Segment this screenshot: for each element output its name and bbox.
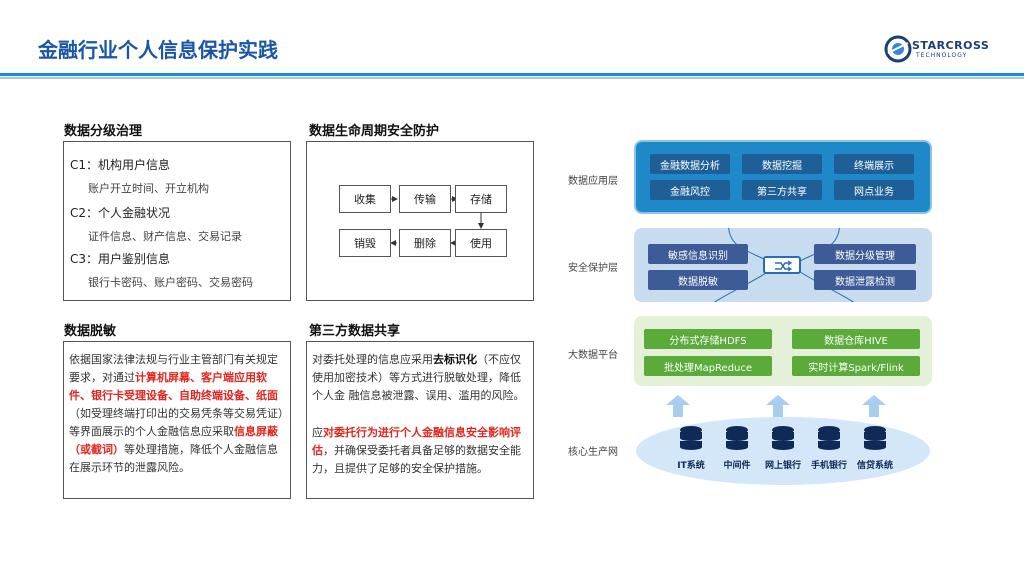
database-icon bbox=[864, 426, 886, 450]
up-arrows bbox=[666, 395, 886, 417]
shuffle-icon bbox=[775, 260, 793, 272]
security-layer: 敏感信息识别 数据脱敏 数据分级管理 数据泄露检测 bbox=[634, 228, 932, 302]
core-system-online-banking: 网上银行 bbox=[764, 461, 801, 471]
up-arrow-icon bbox=[766, 395, 790, 417]
step-destroy: 销毁 bbox=[339, 229, 391, 257]
tile-data-classification: 数据分级管理 bbox=[814, 244, 916, 264]
masking-text: 依据国家法律法规与行业主管部门有关规定要求，对通过计算机屏幕、客户端应用软件、银… bbox=[69, 351, 285, 477]
core-system-credit: 信贷系统 bbox=[856, 461, 893, 471]
masking-box: 依据国家法律法规与行业主管部门有关规定要求，对通过计算机屏幕、客户端应用软件、银… bbox=[63, 341, 291, 499]
step-collect: 收集 bbox=[339, 185, 391, 213]
tile-hive: 数据仓库HIVE bbox=[792, 329, 920, 349]
database-icon bbox=[680, 426, 702, 450]
masking-text-highlight-2: 信息屏蔽（或截词） bbox=[69, 425, 278, 456]
security-gateway bbox=[763, 256, 801, 274]
core-system-middleware: 中间件 bbox=[723, 461, 751, 471]
third-party-text-1: 对委托处理的信息应采用 bbox=[312, 353, 433, 366]
core-system-mobile-banking: 手机银行 bbox=[810, 461, 847, 471]
lifecycle-box: 收集 传输 存储 使用 删除 销毁 bbox=[306, 141, 534, 301]
tile-data-masking: 数据脱敏 bbox=[648, 270, 748, 290]
step-delete: 删除 bbox=[399, 229, 451, 257]
third-party-text-bold: 去标识化 bbox=[433, 353, 477, 366]
tile-branch-business: 网点业务 bbox=[834, 180, 914, 200]
third-party-text-4: ，并确保受委托者具备足够的数据安全能力，且提供了足够的安全保护措施。 bbox=[312, 444, 521, 475]
core-system-it: IT系统 bbox=[677, 461, 705, 471]
page-title: 金融行业个人信息保护实践 bbox=[38, 38, 278, 62]
third-party-text-highlight: 对委托行为进行个人金融信息安全影响评估 bbox=[312, 426, 521, 457]
step-transfer: 传输 bbox=[399, 185, 451, 213]
c1-heading: C1：机构用户信息 bbox=[70, 158, 171, 172]
c3-detail: 银行卡密码、账户密码、交易密码 bbox=[88, 276, 253, 289]
layer-label-app: 数据应用层 bbox=[568, 176, 618, 187]
c1-detail: 账户开立时间、开立机构 bbox=[88, 182, 209, 195]
logo-subtitle: TECHNOLOGY bbox=[916, 52, 968, 59]
up-arrow-icon bbox=[666, 395, 690, 417]
step-store: 存储 bbox=[455, 185, 507, 213]
step-use: 使用 bbox=[455, 229, 507, 257]
c2-detail: 证件信息、财产信息、交易记录 bbox=[88, 230, 242, 243]
layer-label-bigdata: 大数据平台 bbox=[568, 350, 618, 361]
c2-heading: C2：个人金融状况 bbox=[70, 206, 171, 220]
masking-text-highlight-1: 计算机屏幕、客户端应用软件、银行卡受理设备、自助终端设备、纸面 bbox=[69, 371, 278, 402]
third-party-text-b: 应对委托行为进行个人金融信息安全影响评估，并确保受委托者具备足够的数据安全能力，… bbox=[312, 424, 528, 478]
header-divider-light bbox=[0, 77, 1024, 79]
bigdata-layer: 分布式存储HDFS 数据仓库HIVE 批处理MapReduce 实时计算Spar… bbox=[634, 316, 932, 386]
tile-risk-control: 金融风控 bbox=[650, 180, 730, 200]
classification-title: 数据分级治理 bbox=[64, 124, 143, 139]
company-logo: STARCROSS TECHNOLOGY bbox=[884, 33, 994, 65]
third-party-text-3: 应 bbox=[312, 426, 323, 439]
database-icon bbox=[772, 426, 794, 450]
core-databases bbox=[680, 426, 886, 450]
tile-leak-detection: 数据泄露检测 bbox=[814, 270, 916, 290]
database-icon bbox=[818, 426, 840, 450]
layer-label-security: 安全保护层 bbox=[568, 263, 618, 274]
logo-icon bbox=[884, 35, 912, 63]
third-party-text: 对委托处理的信息应采用去标识化（不应仅使用加密技术）等方式进行脱敏处理，降低个人… bbox=[312, 351, 528, 405]
layer-label-core: 核心生产网 bbox=[568, 447, 618, 458]
logo-wordmark: STARCROSS bbox=[912, 39, 990, 52]
tile-terminal-display: 终端展示 bbox=[834, 154, 914, 174]
masking-text-3: 等处理措施，降低个人金融信息在展示环节的泄露风险。 bbox=[69, 443, 278, 474]
classification-box: C1：机构用户信息 账户开立时间、开立机构 C2：个人金融状况 证件信息、财产信… bbox=[63, 141, 291, 301]
tile-third-party-sharing: 第三方共享 bbox=[742, 180, 822, 200]
header-divider bbox=[0, 73, 1024, 76]
c3-heading: C3：用户鉴别信息 bbox=[70, 252, 171, 266]
third-party-text-2: （不应仅使用加密技术）等方式进行脱敏处理，降低个人金 融信息被泄露、误用、滥用的… bbox=[312, 353, 525, 402]
tile-mapreduce: 批处理MapReduce bbox=[644, 356, 772, 376]
tile-hdfs: 分布式存储HDFS bbox=[644, 329, 772, 349]
tile-spark-flink: 实时计算Spark/Flink bbox=[792, 356, 920, 376]
tile-sensitive-identification: 敏感信息识别 bbox=[648, 244, 748, 264]
lifecycle-arrows bbox=[390, 196, 484, 246]
app-layer: 金融数据分析 数据挖掘 终端展示 金融风控 第三方共享 网点业务 bbox=[634, 140, 932, 214]
up-arrow-icon bbox=[862, 395, 886, 417]
third-party-title: 第三方数据共享 bbox=[309, 324, 401, 339]
tile-financial-analysis: 金融数据分析 bbox=[650, 154, 730, 174]
masking-text-2: （如受理终端打印出的交易凭条等交易凭证）等界面展示的个人金融信息应采取 bbox=[69, 407, 284, 438]
database-icon bbox=[726, 426, 748, 450]
masking-title: 数据脱敏 bbox=[64, 324, 117, 339]
third-party-box: 对委托处理的信息应采用去标识化（不应仅使用加密技术）等方式进行脱敏处理，降低个人… bbox=[306, 341, 534, 499]
lifecycle-title: 数据生命周期安全防护 bbox=[309, 124, 440, 139]
masking-text-1: 依据国家法律法规与行业主管部门有关规定要求，对通过 bbox=[69, 353, 278, 384]
tile-data-mining: 数据挖掘 bbox=[742, 154, 822, 174]
